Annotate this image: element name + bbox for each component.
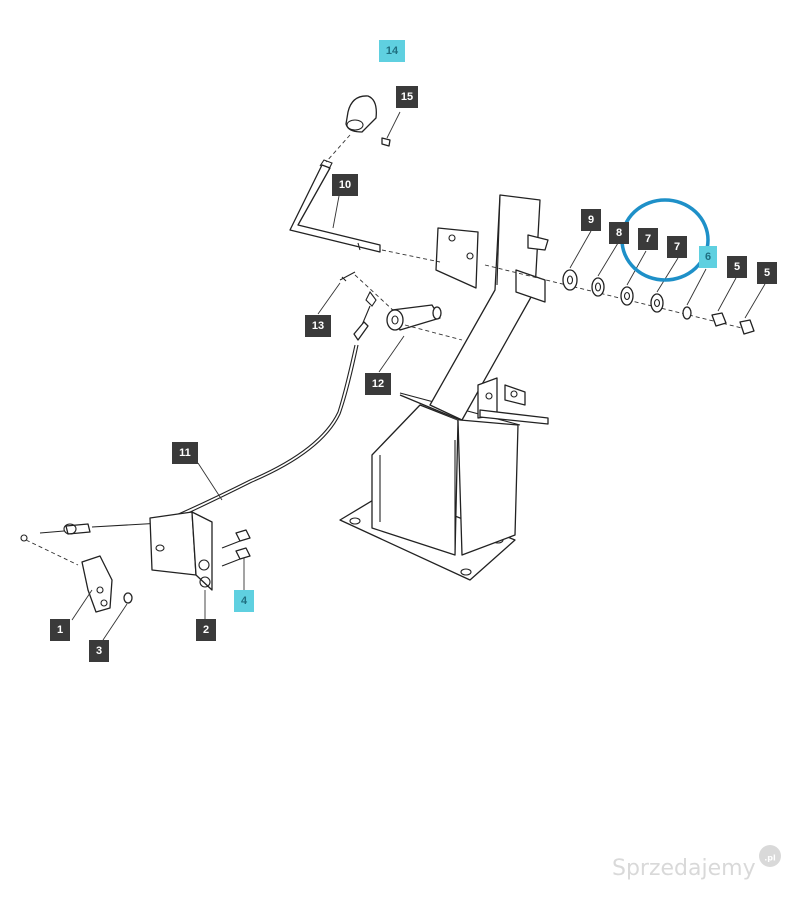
svg-text:7: 7	[674, 241, 680, 253]
clip-part	[102, 592, 133, 641]
callout-15: 15	[396, 86, 418, 108]
shift-cable	[20, 290, 377, 566]
callout-6: 6	[699, 246, 717, 268]
svg-text:5: 5	[734, 261, 740, 273]
svg-text:15: 15	[401, 91, 413, 103]
svg-text:14: 14	[386, 45, 399, 57]
callout-2: 2	[196, 619, 216, 641]
svg-text:8: 8	[616, 227, 622, 239]
washer-stack	[484, 230, 766, 335]
callout-10: 10	[332, 174, 358, 196]
callout-7a: 7	[638, 228, 658, 250]
pin-part	[339, 271, 396, 313]
svg-text:2: 2	[203, 624, 209, 636]
svg-text:12: 12	[372, 378, 384, 390]
svg-text:5: 5	[764, 267, 770, 279]
svg-text:4: 4	[241, 595, 248, 607]
svg-text:.pl: .pl	[764, 854, 776, 863]
callout-13: 13	[305, 315, 331, 337]
lever-arm	[386, 304, 463, 341]
callout-12: 12	[365, 373, 391, 395]
leader-10	[332, 195, 340, 229]
svg-text:1: 1	[57, 624, 63, 636]
callout-7b: 7	[667, 236, 687, 258]
cable-bracket	[149, 511, 213, 591]
callout-9: 9	[581, 209, 601, 231]
callout-8: 8	[609, 222, 629, 244]
callout-4: 4	[234, 590, 254, 612]
bolts	[221, 529, 251, 590]
svg-text:7: 7	[645, 233, 651, 245]
callout-5a: 5	[727, 256, 747, 278]
leader-11	[197, 462, 223, 501]
leader-12	[378, 335, 405, 373]
svg-text:13: 13	[312, 320, 324, 332]
svg-text:6: 6	[705, 251, 711, 263]
svg-text:Sprzedajemy: Sprzedajemy	[612, 856, 756, 881]
callout-3: 3	[89, 640, 109, 662]
shift-knob	[325, 95, 401, 163]
pedestal-frame	[339, 194, 549, 581]
svg-text:10: 10	[339, 179, 351, 191]
callout-1: 1	[50, 619, 70, 641]
callout-11: 11	[172, 442, 198, 464]
shift-lever	[289, 159, 441, 263]
highlight-circle	[620, 198, 710, 282]
leader-13	[317, 282, 341, 315]
svg-text:9: 9	[588, 214, 594, 226]
cable-clamp	[71, 555, 113, 621]
watermark: Sprzedajemy .pl	[612, 845, 781, 881]
callout-5b: 5	[757, 262, 777, 284]
svg-text:3: 3	[96, 645, 102, 657]
svg-text:11: 11	[179, 447, 191, 459]
callout-14: 14	[379, 40, 405, 62]
